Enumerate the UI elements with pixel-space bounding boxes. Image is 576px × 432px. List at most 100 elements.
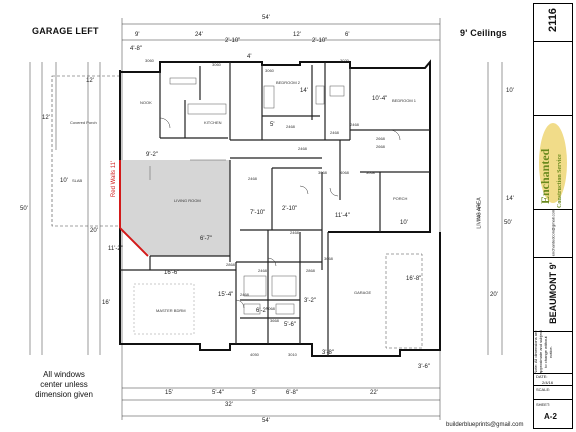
scale-cell: SCALE: <box>534 386 572 400</box>
misc-dim-0: 4'-8" <box>130 46 142 52</box>
window-tag: 4050 <box>250 352 259 357</box>
window-tag: 3068 <box>266 306 275 311</box>
window-tag: 3068 <box>366 170 375 175</box>
window-tag: 2468 <box>298 146 307 151</box>
window-tag: 3060 <box>145 58 154 63</box>
window-tag: 3060 <box>212 62 221 67</box>
misc-dim-25: 5'-6" <box>284 322 296 328</box>
window-tag: 3068 <box>318 170 327 175</box>
misc-dim-7: 20' <box>490 292 498 298</box>
misc-dim-11: 14' <box>506 196 514 202</box>
misc-dim-12: 10' <box>506 88 514 94</box>
misc-dim-23: 16'-8" <box>406 276 422 282</box>
window-tag: 2468 <box>240 292 249 297</box>
plan-number: 2116 <box>547 8 559 32</box>
misc-dim-10: 9'-2" <box>146 152 158 158</box>
top-dim-1: 24' <box>195 32 203 38</box>
title-block: 2116 Enchanted Construction Service ench… <box>533 3 573 429</box>
window-tag: 2868 <box>306 268 315 273</box>
date-value: 2/4/16 <box>542 380 554 385</box>
window-tag: 2468 <box>286 124 295 129</box>
right-total-dim: 50' <box>504 220 512 226</box>
overall-width-bottom: 54' <box>262 418 270 424</box>
top-dim-0: 9' <box>135 32 140 38</box>
misc-dim-9: 11'-4" <box>335 213 350 219</box>
window-tag: 2868 <box>226 262 235 267</box>
misc-dim-8: 11'-2" <box>108 246 123 252</box>
misc-dim-20: 7'-10" <box>250 210 266 216</box>
window-tag: 2468 <box>350 122 359 127</box>
left-total-dim: 50' <box>20 206 28 212</box>
top-dim-3: 12' <box>293 32 301 38</box>
misc-dim-2: 10' <box>60 178 68 184</box>
company-email: enchantedcon@gmail.com <box>550 208 556 257</box>
ceiling-height-label: 9' Ceilings <box>460 28 507 38</box>
misc-dim-27: 10'-4" <box>372 96 388 102</box>
misc-dim-18: 6'-2" <box>256 308 268 314</box>
logo-cell: Enchanted Construction Service <box>534 116 572 210</box>
red-walls-label: Red Walls 11' <box>111 160 118 198</box>
plan-name: BEAUMONT 9' <box>548 262 558 324</box>
window-tag: 2668 <box>376 136 385 141</box>
note-cell: Note: All dimensions are approximate and… <box>533 330 572 374</box>
room-porch: PORCH <box>393 196 408 201</box>
misc-dim-16: 5' <box>270 122 275 128</box>
window-tag: 3668 <box>324 256 333 261</box>
room-slab: SLAB <box>72 178 83 183</box>
misc-dim-21: 15'-4" <box>218 292 234 298</box>
room-master: MASTER BDRM <box>156 308 186 313</box>
date-cell: DATE: 2/4/16 <box>534 374 572 386</box>
window-tag: 2668 <box>376 144 385 149</box>
top-dim-5: 6' <box>345 32 350 38</box>
company-logo: Enchanted Construction Service <box>538 123 567 208</box>
misc-dim-6: 20' <box>90 228 98 234</box>
top-dim-4: 2'-10" <box>312 38 328 44</box>
misc-dim-5: 16' <box>102 300 110 306</box>
company-name-top: Enchanted <box>538 148 552 204</box>
misc-dim-14: 3'-6" <box>418 364 430 370</box>
sheet-label: SHEET: <box>536 402 551 407</box>
window-tag: 3668 <box>270 318 279 323</box>
window-tag: 3020 <box>340 58 349 63</box>
misc-dim-3: 12' <box>42 115 50 121</box>
room-covered-porch: Covered Porch <box>70 120 97 125</box>
plan-email: builderblueprints@gmail.com <box>446 422 524 428</box>
bottom-32-dim: 32' <box>225 402 233 408</box>
room-garage: GARAGE <box>354 290 372 295</box>
date-label: DATE: <box>536 374 548 379</box>
bottom-dim-4: 22' <box>370 390 378 396</box>
room-nook: NOOK <box>140 100 152 105</box>
misc-dim-1: 12' <box>86 78 94 84</box>
company-name-bottom: Construction Service <box>557 154 563 208</box>
misc-dim-22: 3'-2" <box>304 298 316 304</box>
window-tag: 4068 <box>340 170 349 175</box>
window-tag: 2468 <box>258 268 267 273</box>
bottom-dim-2: 5' <box>252 390 257 396</box>
misc-dim-17: 4' <box>247 54 252 60</box>
sheet-value: A-2 <box>544 412 557 421</box>
sheet-cell: SHEET: A-2 <box>534 400 572 428</box>
top-dim-2: 2'-10" <box>225 38 241 44</box>
room-bedroom1: BEDROOM 1 <box>392 98 417 103</box>
window-tag: 2468 <box>330 130 339 135</box>
room-kitchen: KITCHEN <box>204 120 222 125</box>
scale-label: SCALE: <box>536 387 551 392</box>
plan-name-cell: BEAUMONT 9' <box>534 258 572 332</box>
garage-side-label: GARAGE LEFT <box>32 26 99 36</box>
misc-dim-13: 10' <box>400 220 408 226</box>
bottom-dim-1: 5'-4" <box>212 390 224 396</box>
room-bedroom2: BEDROOM 2 <box>276 80 301 85</box>
misc-dim-15: 14' <box>300 88 308 94</box>
bottom-dim-3: 6'-8" <box>286 390 298 396</box>
overall-width-top: 54' <box>262 15 270 21</box>
living-area-size: 2116 sq ft <box>476 203 482 222</box>
misc-dim-19: 2'-10" <box>282 206 298 212</box>
bottom-dim-0: 15' <box>165 390 173 396</box>
window-tag: 3010 <box>288 352 297 357</box>
room-living: LIVING ROOM <box>174 198 201 203</box>
window-tag: 2468 <box>290 230 299 235</box>
notes-cell <box>534 42 572 116</box>
windows-note: All windows center unless dimension give… <box>35 370 93 399</box>
disclaimer-note: Note: All dimensions are approximate and… <box>533 330 553 374</box>
